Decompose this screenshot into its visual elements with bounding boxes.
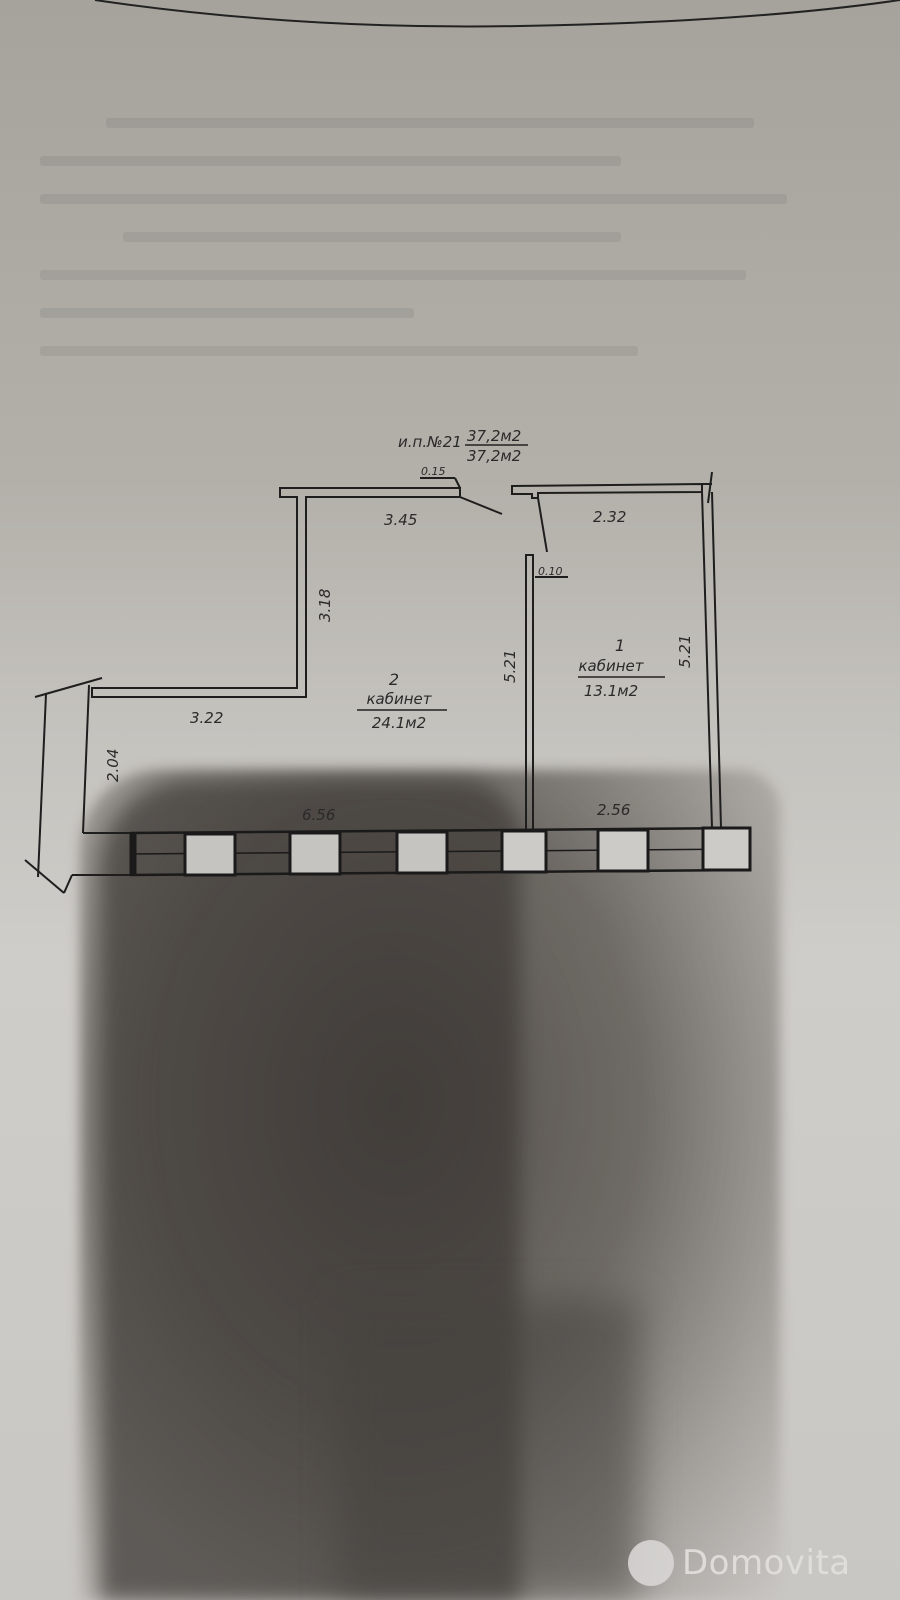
- room-2-name: кабинет: [366, 690, 432, 708]
- room-2-label: 2 кабинет 24.1м2: [357, 670, 447, 732]
- paper-fold-edge: [94, 0, 900, 28]
- dim-room2-notch: 3.18: [316, 589, 334, 622]
- room-1-area: 13.1м2: [584, 682, 638, 700]
- room-1-label: 1 кабинет 13.1м2: [578, 636, 665, 700]
- watermark-text: Domovita: [682, 1543, 851, 1583]
- watermark: Domovita: [628, 1540, 851, 1586]
- room-2-area: 24.1м2: [372, 714, 426, 732]
- dim-room2-top: 3.45: [384, 511, 417, 529]
- dim-room1-top: 2.32: [593, 508, 626, 526]
- area-living: 37,2м2: [467, 447, 521, 465]
- dim-wall-010: 0.10: [538, 565, 563, 578]
- dim-room2-left-width: 3.22: [190, 709, 223, 727]
- window-strip: [129, 826, 752, 877]
- dim-wall-015: 0.15: [421, 465, 446, 478]
- hand-shadow-lower: [340, 1300, 640, 1600]
- dim-room1-bottom: 2.56: [597, 801, 630, 819]
- room-2-number: 2: [389, 670, 399, 689]
- room-1-name: кабинет: [578, 657, 644, 675]
- dim-room1-right-height: 5.21: [676, 635, 694, 668]
- unit-label: и.п.№21: [398, 433, 462, 451]
- watermark-logo-icon: [628, 1540, 674, 1586]
- room-1-number: 1: [615, 636, 625, 655]
- dim-partition-height: 5.21: [501, 650, 519, 683]
- area-total: 37,2м2: [467, 427, 521, 445]
- dim-room2-left-height: 2.04: [104, 749, 122, 782]
- bleed-through-text: [40, 90, 870, 420]
- dim-room2-bottom: 6.56: [302, 806, 335, 824]
